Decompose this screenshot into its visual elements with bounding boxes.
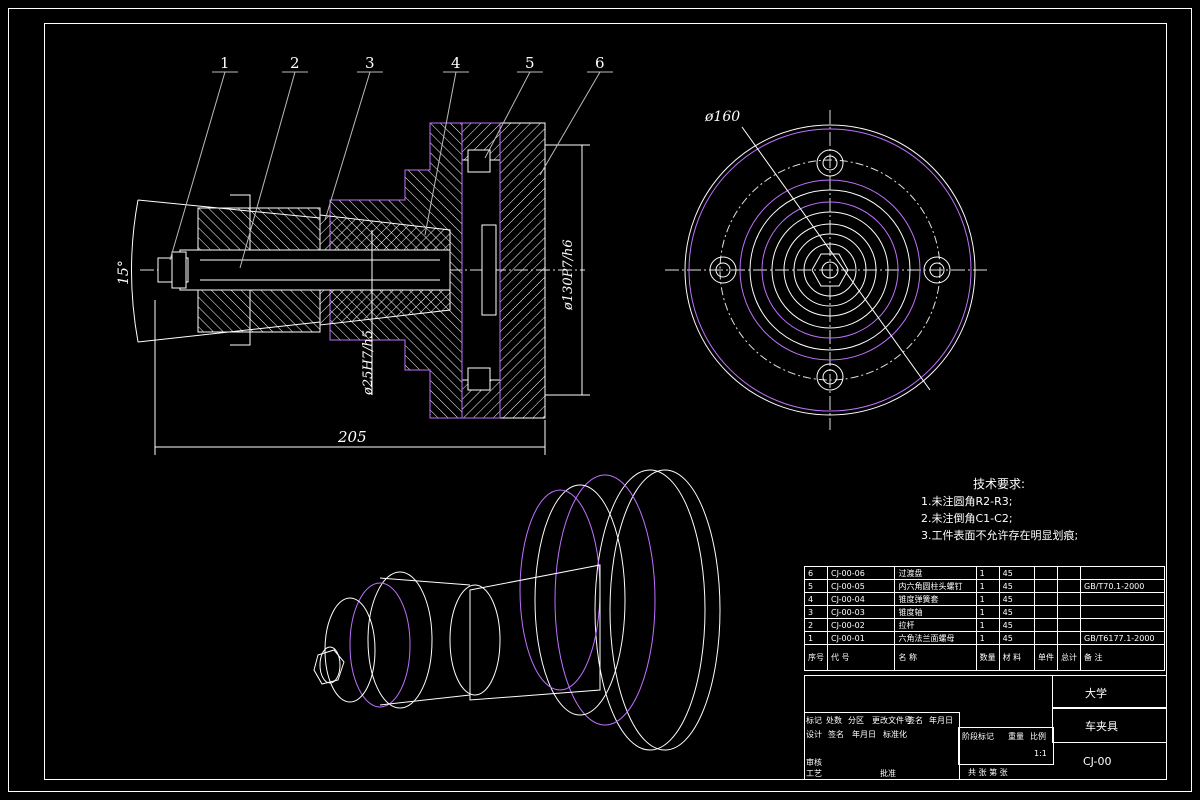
tb-university: 大学 — [1085, 687, 1107, 700]
dim-bore-fit-label: ø25H7/h5 — [361, 330, 376, 396]
tb-label-change-doc: 更改文件号 — [872, 716, 912, 725]
tech-title: 技术要求: — [973, 477, 1026, 491]
rod — [179, 249, 451, 291]
tb-label-stage: 阶段标记 — [962, 732, 994, 741]
tb-drawing-name: 车夹具 — [1085, 720, 1118, 733]
dim-length-label: 205 — [337, 428, 367, 446]
balloon-1: 1 — [220, 54, 230, 72]
screw-bottom — [467, 367, 491, 391]
angle-arc — [131, 199, 139, 343]
tech-requirements: 技术要求: 1.未注圆角R2-R3; 2.未注倒角C1-C2; 3.工件表面不允… — [921, 476, 1078, 544]
dim-diameter-label: ø160 — [704, 109, 740, 125]
tb-label-signature: 签名 — [907, 716, 923, 725]
tb-label-standardize: 标准化 — [883, 730, 907, 739]
tb-label-ratio: 比例 — [1030, 732, 1046, 741]
balloon-5: 5 — [525, 54, 535, 72]
section-view — [131, 71, 613, 455]
tb-name-cell — [1052, 707, 1167, 743]
balloon-2: 2 — [290, 54, 300, 72]
tb-scale: 1:1 — [1034, 749, 1047, 758]
tech-item-3: 3.工件表面不允许存在明显划痕; — [921, 529, 1079, 542]
tb-label-process: 工艺 — [806, 769, 822, 778]
balloon-4: 4 — [451, 54, 461, 72]
dim-angle-label: 15° — [116, 260, 132, 285]
tb-label-count: 处数 — [826, 716, 842, 725]
front-view — [665, 110, 990, 430]
tb-label-date2: 年月日 — [852, 730, 876, 739]
tb-label-design: 设计 — [806, 730, 822, 739]
tb-label-approve: 批准 — [880, 769, 896, 778]
tb-label-review: 审核 — [806, 758, 822, 767]
tb-stage-cell — [958, 727, 1054, 765]
tb-label-date: 年月日 — [929, 716, 953, 725]
flange-purple-edge — [462, 122, 501, 419]
isometric-view — [313, 469, 721, 751]
tech-item-1: 1.未注圆角R2-R3; — [921, 495, 1013, 508]
bom-header: 序号代 号名 称 数量材 料 单件总计备 注 — [804, 644, 1165, 671]
tb-label-mark: 标记 — [806, 716, 822, 725]
tb-left-grid — [804, 712, 960, 780]
balloon-3: 3 — [365, 54, 375, 72]
tb-label-signature2: 签名 — [828, 730, 844, 739]
screw-top — [467, 149, 491, 173]
tb-label-sheets: 共 张 第 张 — [968, 768, 1008, 777]
balloon-6: 6 — [595, 54, 605, 72]
tech-item-2: 2.未注倒角C1-C2; — [921, 512, 1013, 525]
tb-drawing-no: CJ-00 — [1083, 755, 1112, 768]
inner-border — [44, 23, 1167, 780]
outer-border — [8, 8, 1192, 792]
dim-flange-fit-label: ø130P7/h6 — [561, 239, 576, 311]
tb-university-cell — [1052, 675, 1167, 709]
tb-label-weight: 重量 — [1008, 732, 1024, 741]
tb-label-zone: 分区 — [848, 716, 864, 725]
